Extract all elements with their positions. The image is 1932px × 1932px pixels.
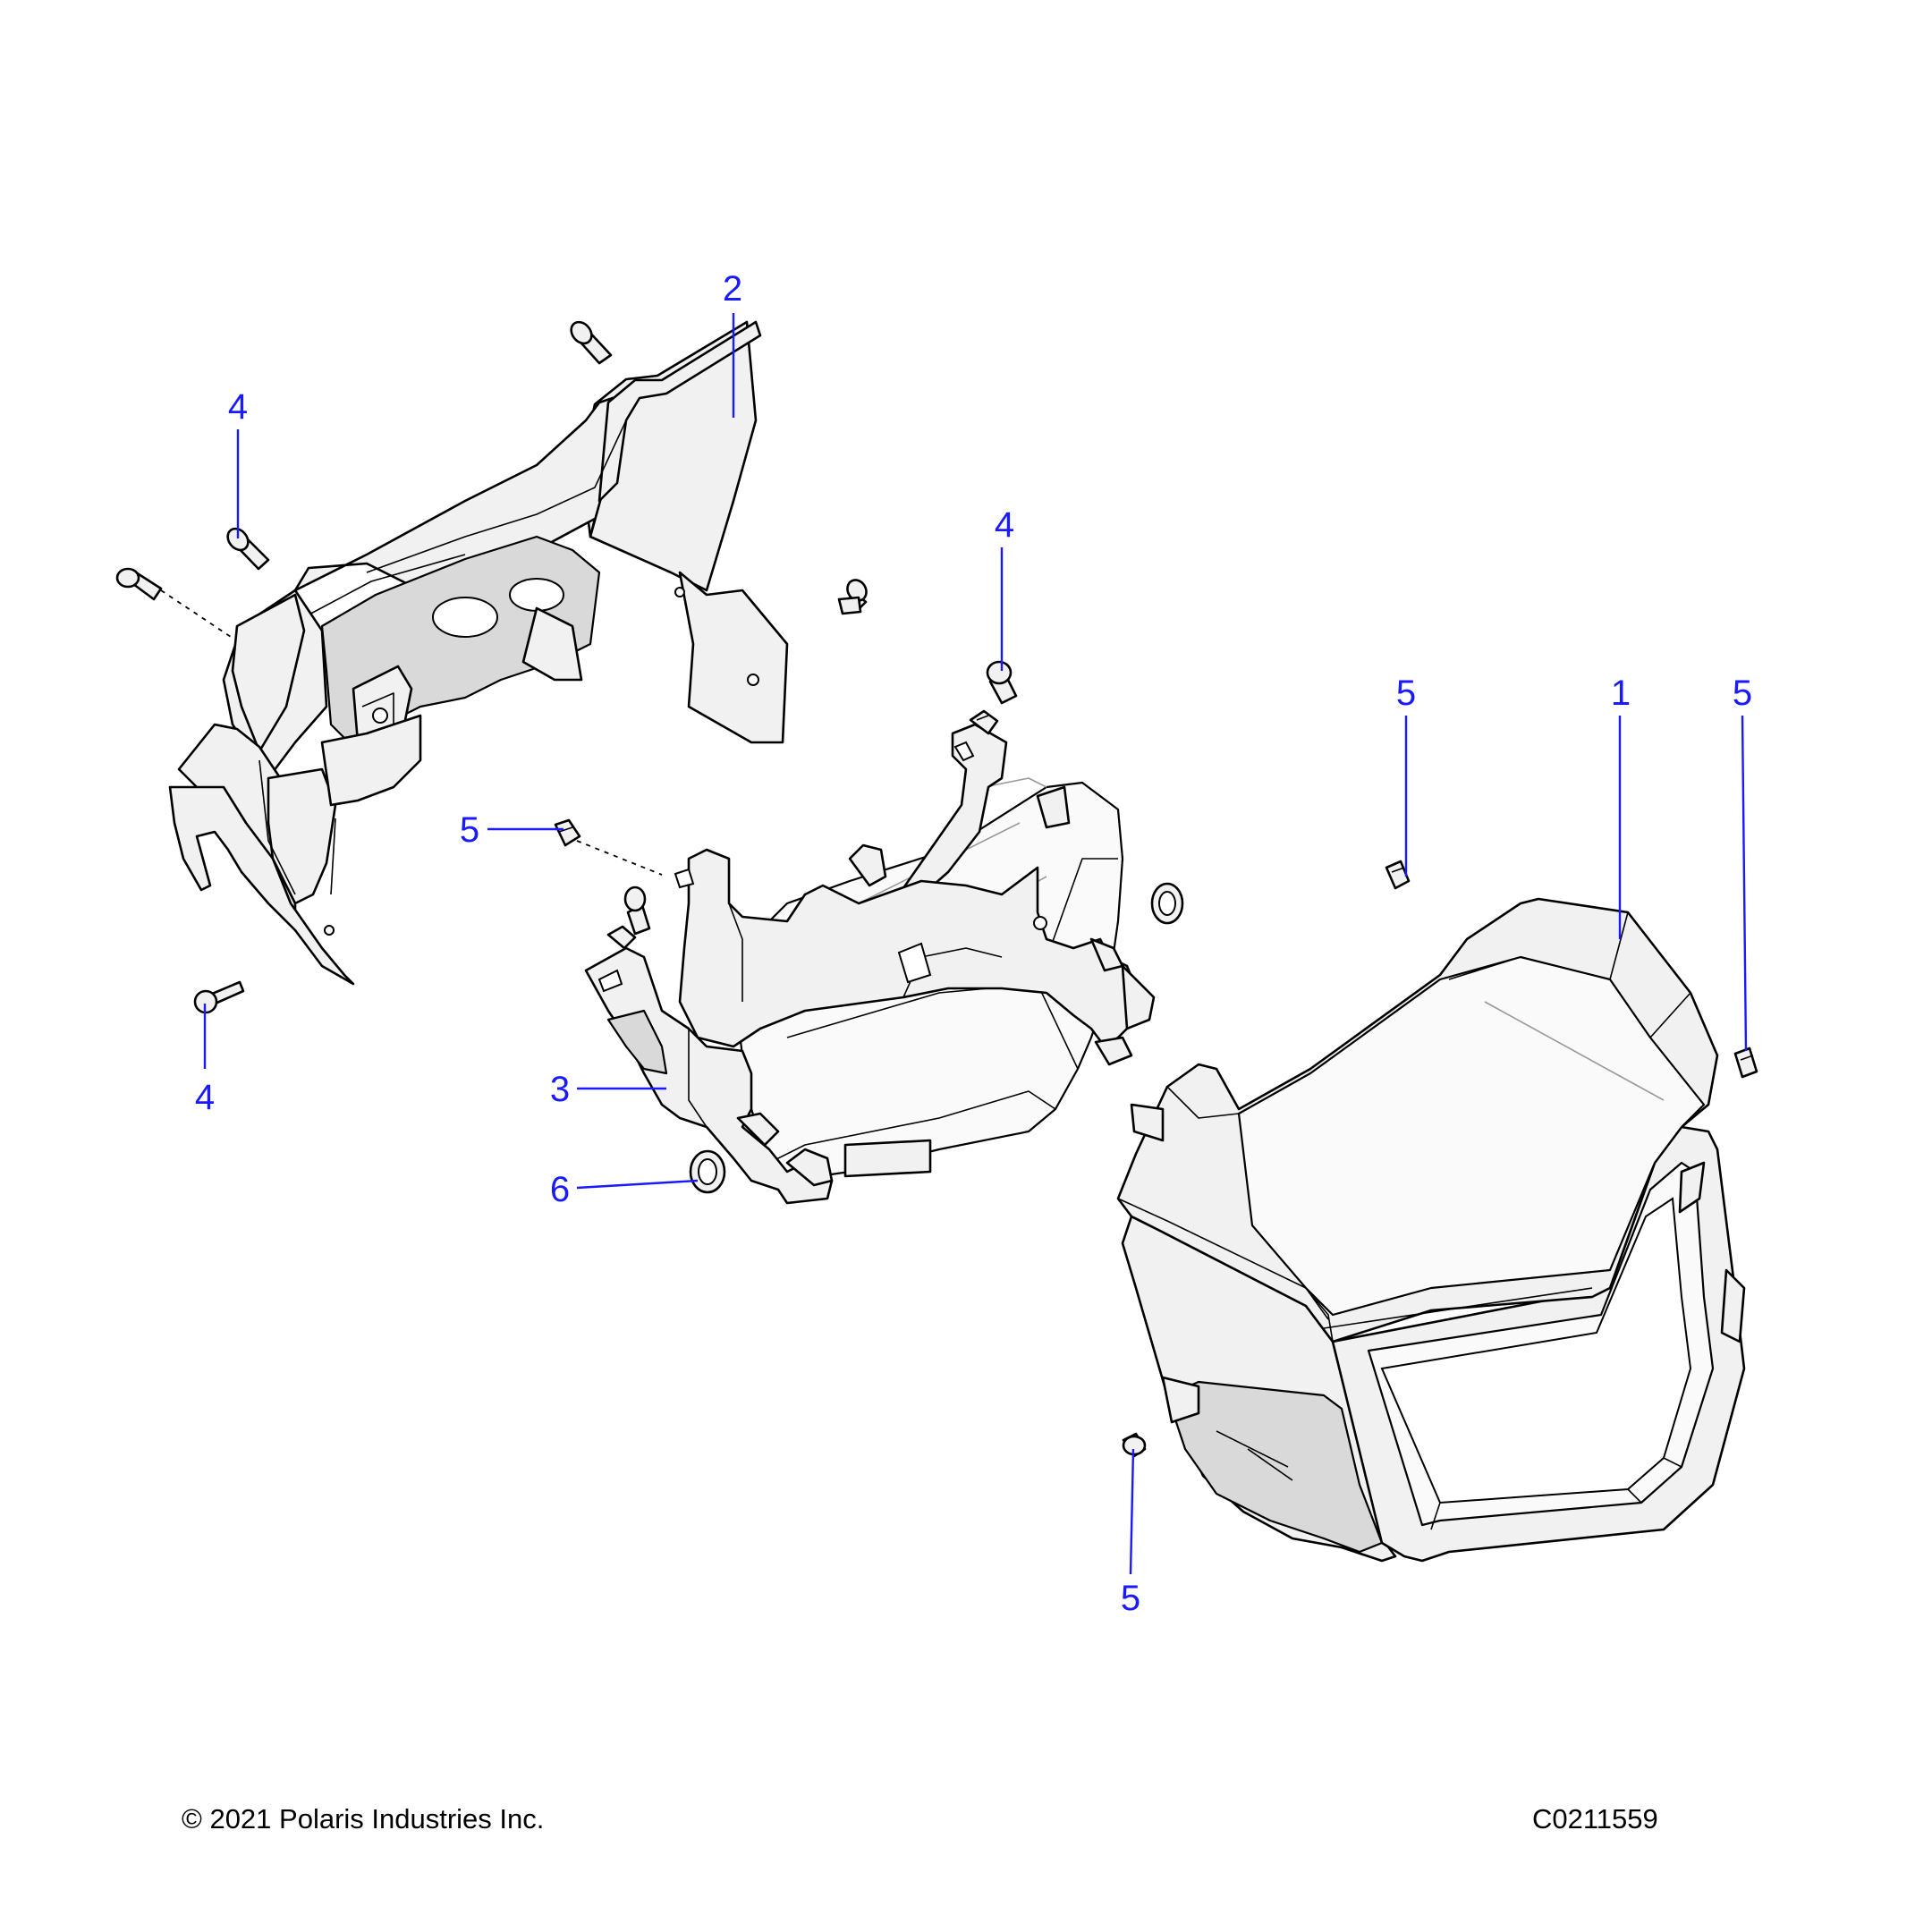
part-4-screw-lower-left: [193, 980, 245, 1014]
callout-5-top: 5: [1396, 674, 1416, 713]
part-4-screw-left: [115, 567, 163, 601]
callout-5-left: 5: [460, 810, 479, 850]
part-6-grommet: [689, 1149, 726, 1194]
part-4-screw-right-housing: [837, 579, 868, 615]
callout-2: 2: [723, 269, 742, 309]
callout-3: 3: [550, 1070, 570, 1109]
assembly-line-left-screw: [160, 589, 232, 638]
callout-4-upper-left: 4: [228, 387, 248, 427]
copyright-notice: © 2021 Polaris Industries Inc.: [182, 1803, 545, 1835]
part-1-headlight-cowl: [1116, 897, 1746, 1563]
leader-5-bottom: [1129, 1448, 1135, 1575]
callout-1: 1: [1611, 674, 1631, 713]
part-4-screw-center: [986, 660, 1018, 705]
leader-6: [576, 1179, 699, 1190]
part-3-headlight-bracket: [584, 723, 1156, 1205]
part-5-clip-left: [554, 818, 581, 847]
grommet-right: [1150, 882, 1184, 925]
part-4-screw-top: [570, 320, 613, 365]
part-5-clip-top: [1385, 860, 1411, 890]
figure-id: C0211559: [1532, 1803, 1658, 1835]
callout-5-bottom: 5: [1121, 1579, 1140, 1618]
part-5-clip-center-top: [969, 709, 999, 735]
callout-5-right: 5: [1733, 674, 1752, 713]
callout-6: 6: [550, 1170, 570, 1209]
callout-4-lower-left: 4: [195, 1078, 215, 1117]
leader-5-right: [1741, 715, 1748, 1052]
part-5-clip-right: [1733, 1046, 1758, 1079]
callout-4-right: 4: [995, 505, 1014, 545]
part-2-headlight-housing: [168, 320, 789, 986]
part-4-screw-upper-left: [226, 527, 270, 571]
part-4-screw-bracket-left: [623, 886, 651, 936]
part-5-clip-bracket-left: [606, 925, 637, 950]
assembly-line-left-clip: [576, 840, 663, 876]
